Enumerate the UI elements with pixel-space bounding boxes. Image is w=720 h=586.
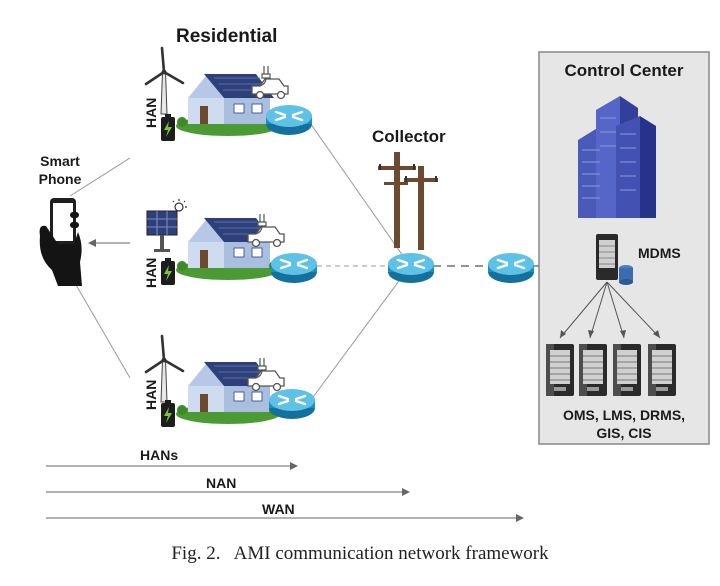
router-icon: [269, 251, 319, 285]
servers-label-line1: OMS, LMS, DRMS,: [563, 407, 685, 423]
server-icon: [545, 343, 575, 397]
router-icon: [264, 103, 314, 137]
collector-label: Collector: [372, 127, 446, 146]
link-top-phone: [69, 157, 131, 197]
scope-wan-label: WAN: [262, 501, 295, 517]
link-bottom-collector: [307, 265, 411, 405]
link-residential-collector: [307, 119, 411, 267]
smart-phone-icon: [39, 198, 82, 286]
wan-router-icon: [486, 251, 536, 285]
home-cluster-bottom: HAN: [143, 334, 317, 427]
battery-icon: [161, 114, 175, 141]
collector-router-icon: [386, 251, 436, 285]
scope-hans-label: HANs: [140, 447, 178, 463]
control-center-panel: Control Center MDMS: [538, 51, 710, 445]
servers-label-line2: GIS, CIS: [596, 425, 651, 441]
server-icon: [647, 343, 677, 397]
home-cluster-middle: HAN: [143, 198, 319, 288]
figure-caption: Fig. 2. AMI communication network framew…: [171, 543, 549, 564]
solar-panel-icon: [146, 198, 188, 253]
residential-label: Residential: [176, 26, 277, 47]
han-label-middle: HAN: [143, 258, 159, 288]
scope-nan-label: NAN: [206, 475, 236, 491]
office-building-icon: [578, 96, 656, 218]
scope-nan: NAN: [46, 475, 410, 496]
server-icon: [578, 343, 608, 397]
battery-icon: [161, 400, 175, 427]
home-cluster-top: HAN: [143, 46, 314, 141]
mdms-server-icon: [596, 234, 633, 285]
scope-hans: HANs: [46, 447, 298, 470]
control-center-label: Control Center: [565, 61, 684, 80]
router-icon: [267, 387, 317, 421]
mdms-label: MDMS: [638, 245, 681, 261]
scope-wan: WAN: [46, 501, 524, 522]
utility-pole-icon: [378, 152, 438, 250]
smart-phone-label-line1: Smart: [40, 153, 80, 169]
battery-icon: [161, 258, 175, 285]
arrow-to-phone: [88, 239, 96, 247]
server-links: [559, 281, 661, 339]
server-icon: [612, 343, 642, 397]
smart-phone-label-line2: Phone: [39, 171, 82, 187]
links: [69, 119, 548, 405]
han-label-top: HAN: [143, 98, 159, 128]
han-label-bottom: HAN: [143, 380, 159, 410]
link-bottom-phone: [71, 277, 131, 379]
